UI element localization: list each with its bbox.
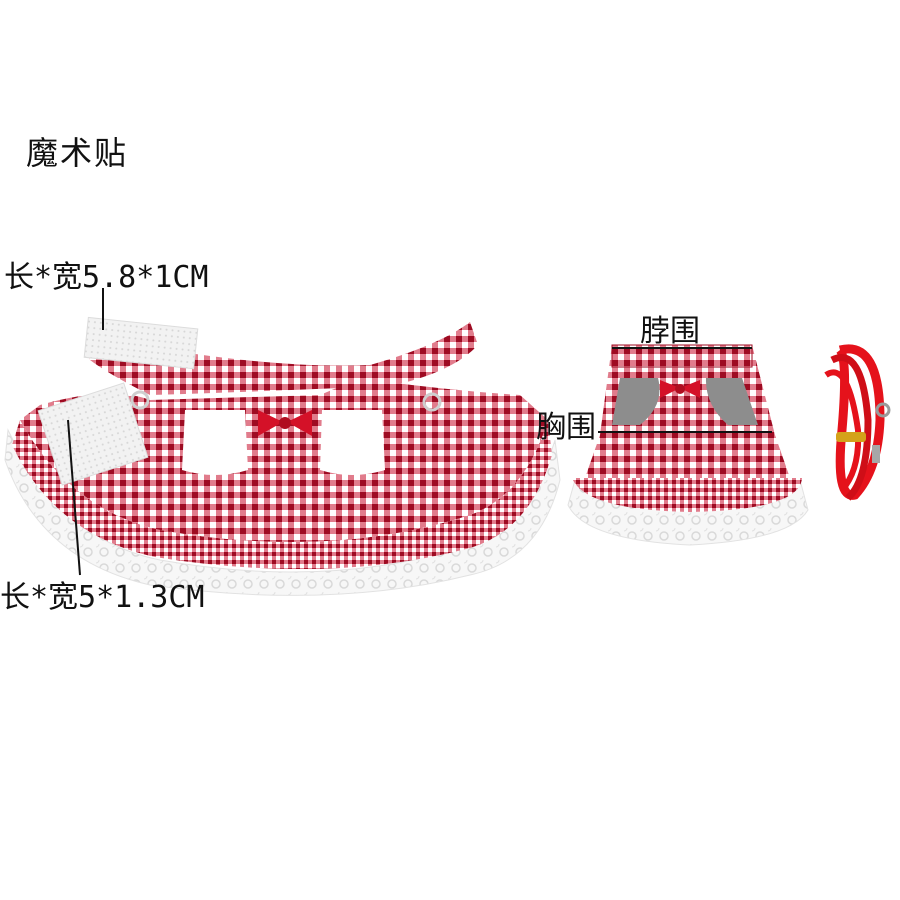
title-velcro: 魔术贴 (26, 134, 129, 172)
velcro-side-size-label: 长*宽5*1.3CM (0, 580, 205, 615)
velcro-side-leader-line (67, 419, 81, 576)
chest-girth-label: 胸围 (536, 410, 596, 445)
neck-girth-label: 脖围 (640, 314, 700, 349)
leash (824, 344, 891, 501)
velcro-top-size-label: 长*宽5.8*1CM (4, 260, 209, 295)
harness-dress-flat (4, 316, 561, 596)
harness-dress-front (567, 344, 809, 546)
bow-icon (660, 380, 700, 398)
bow-icon (258, 410, 312, 436)
